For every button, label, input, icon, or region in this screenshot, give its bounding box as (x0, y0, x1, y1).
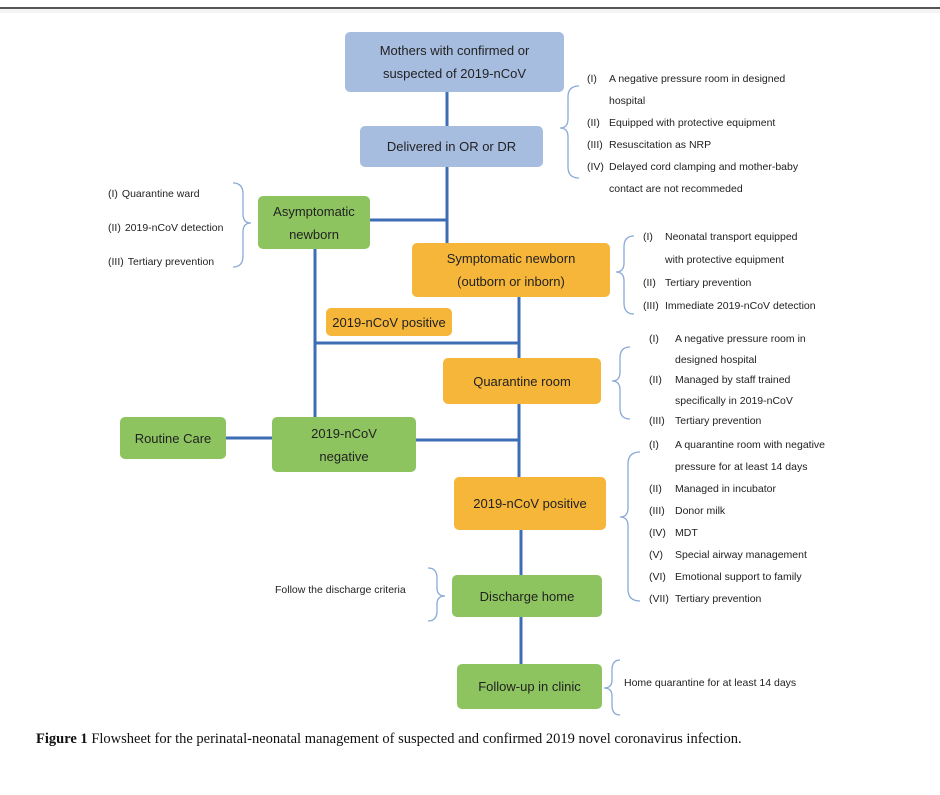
note-delivery-item: (I)A negative pressure room in designed (587, 73, 786, 85)
delivered-label: Delivered in OR or DR (386, 139, 517, 154)
quarantine-room-label: Quarantine room (473, 373, 571, 389)
note-symptomatic-item: (I)Neonatal transport equipped (643, 231, 798, 243)
brace-delivery (559, 85, 580, 179)
positive-small-box: 2019-nCoV positive (326, 308, 452, 336)
negative-box: 2019-nCoV negative (272, 417, 416, 472)
positive-small-label: 2019-nCoV positive (332, 314, 446, 330)
note-quarantine: (I)A negative pressure room in designed … (649, 329, 806, 432)
note-quarantine-item: (II)Managed by staff trained (649, 374, 791, 386)
note-positive-item: (III)Donor milk (649, 505, 726, 517)
note-delivery-item: contact are not recommeded (609, 183, 743, 195)
negative-line2: negative (319, 448, 369, 464)
figure-caption: Figure 1 Flowsheet for the perinatal-neo… (36, 731, 916, 748)
note-asymptomatic-item: (I)Quarantine ward (108, 188, 200, 200)
followup-label: Follow-up in clinic (478, 679, 581, 694)
discharge-label: Discharge home (479, 588, 575, 604)
symptomatic-line1: Symptomatic newborn (446, 251, 576, 266)
note-positive-item: (VI)Emotional support to family (649, 571, 802, 583)
note-followup: Home quarantine for at least 14 days (624, 677, 797, 689)
positive-box: 2019-nCoV positive (454, 477, 606, 530)
brace-asymptomatic (232, 182, 252, 268)
note-positive-item: (V)Special airway management (649, 549, 807, 561)
symptomatic-box: Symptomatic newborn (outborn or inborn) (412, 243, 610, 297)
note-asymptomatic: (I)Quarantine ward (II)2019-nCoV detecti… (108, 177, 223, 279)
discharge-box: Discharge home (452, 575, 602, 617)
delivered-box: Delivered in OR or DR (360, 126, 543, 167)
note-symptomatic-item: with protective equipment (665, 254, 785, 266)
note-positive-item: (IV)MDT (649, 527, 698, 539)
note-positive-item: (I)A quarantine room with negative (649, 439, 826, 451)
note-quarantine-item: (III)Tertiary prevention (649, 415, 762, 427)
asymptomatic-line2: newborn (289, 226, 339, 242)
top-strip (0, 0, 940, 13)
brace-symptomatic (615, 235, 635, 315)
note-symptomatic-item: (II)Tertiary prevention (643, 277, 752, 289)
asymptomatic-line1: Asymptomatic (273, 203, 355, 219)
brace-discharge (427, 567, 446, 622)
note-quarantine-item: designed hospital (675, 353, 757, 366)
brace-quarantine (611, 346, 631, 420)
note-delivery-item: (III)Resuscitation as NRP (587, 139, 712, 151)
brace-positive (619, 451, 641, 602)
note-positive-item: pressure for at least 14 days (675, 461, 808, 473)
negative-line1: 2019-nCoV (311, 425, 377, 441)
positive-label: 2019-nCoV positive (473, 496, 587, 511)
caption-label: Figure 1 (36, 731, 88, 747)
routine-care-box: Routine Care (120, 417, 226, 459)
note-positive: (I)A quarantine room with negative press… (649, 434, 825, 610)
note-discharge: Follow the discharge criteria (275, 584, 406, 596)
note-positive-item: (II)Managed in incubator (649, 483, 776, 495)
mothers-box: Mothers with confirmed or suspected of 2… (345, 32, 564, 92)
note-delivery-item: (II)Equipped with protective equipment (587, 117, 776, 129)
routine-care-label: Routine Care (134, 430, 212, 446)
quarantine-room-box: Quarantine room (443, 358, 601, 404)
note-asymptomatic-item: (II)2019-nCoV detection (108, 222, 224, 234)
note-symptomatic: (I)Neonatal transport equipped with prot… (643, 226, 816, 318)
note-quarantine-item: (I)A negative pressure room in (649, 333, 806, 345)
brace-followup (603, 659, 621, 716)
note-symptomatic-item: (III)Immediate 2019-nCoV detection (643, 300, 816, 312)
caption-text: Flowsheet for the perinatal-neonatal man… (91, 731, 742, 747)
note-quarantine-item: specifically in 2019-nCoV (675, 394, 793, 407)
followup-box: Follow-up in clinic (457, 664, 602, 709)
note-delivery: (I)A negative pressure room in designed … (587, 68, 798, 200)
mothers-line1: Mothers with confirmed or (379, 43, 530, 58)
asymptomatic-box: Asymptomatic newborn (258, 196, 370, 249)
note-asymptomatic-item: (III)Tertiary prevention (108, 256, 215, 268)
note-positive-item: (VII)Tertiary prevention (649, 593, 762, 605)
note-delivery-item: hospital (609, 95, 646, 107)
symptomatic-line2: (outborn or inborn) (457, 274, 565, 289)
mothers-line2: suspected of 2019-nCoV (382, 66, 527, 81)
note-delivery-item: (IV)Delayed cord clamping and mother-bab… (587, 161, 799, 173)
